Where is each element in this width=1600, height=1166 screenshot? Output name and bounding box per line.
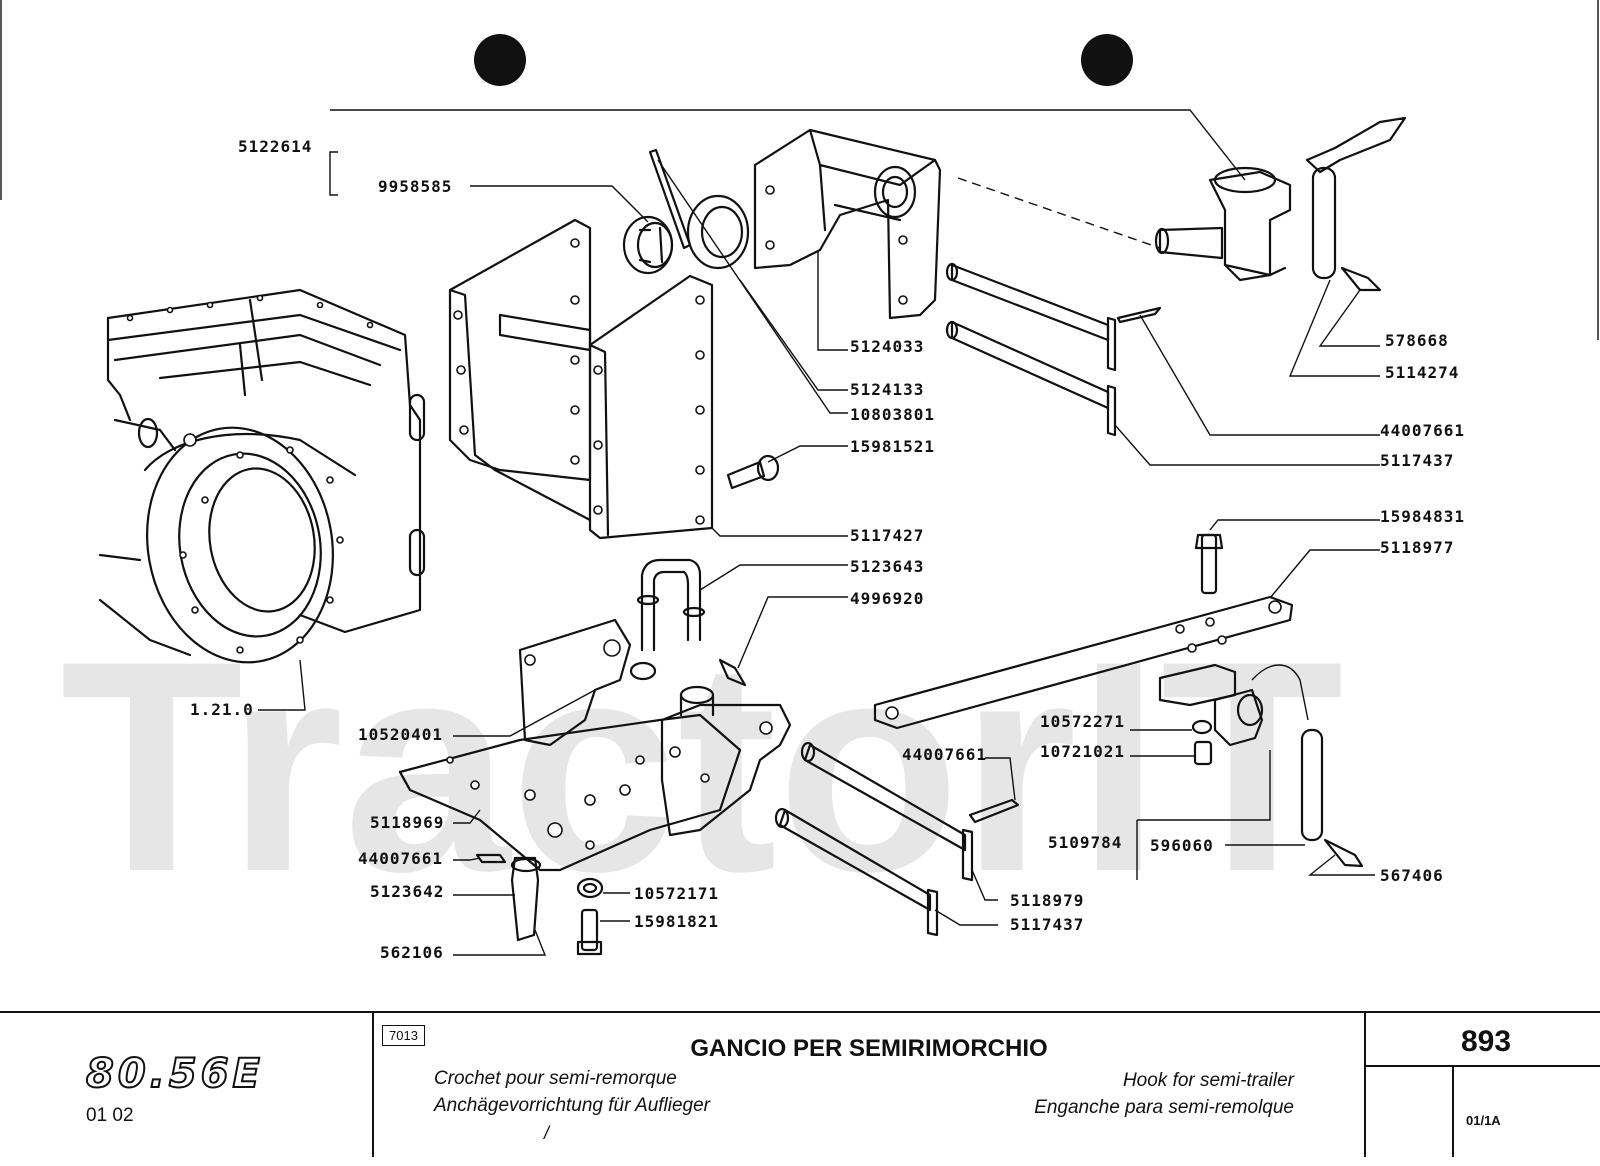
yoke-bracket bbox=[753, 128, 942, 320]
page-cell: 893 01/1A bbox=[1366, 1013, 1600, 1157]
lynch-pin-5114274 bbox=[1305, 116, 1407, 292]
callout-9958585: 9958585 bbox=[378, 177, 452, 196]
callout-5117427: 5117427 bbox=[850, 526, 924, 545]
callout-5124133: 5124133 bbox=[850, 380, 924, 399]
title-english: Hook for semi-trailer bbox=[1122, 1070, 1294, 1091]
model-name: 80.56E bbox=[85, 1050, 264, 1098]
callout-5118979: 5118979 bbox=[1010, 891, 1084, 910]
description-cell: 7013 GANCIO PER SEMIRIMORCHIO Crochet po… bbox=[374, 1013, 1366, 1157]
transmission-housing bbox=[98, 288, 426, 664]
leader-lines bbox=[258, 109, 1380, 956]
long-pins-lower bbox=[774, 741, 1020, 937]
title-german: Anchägevorrichtung für Auflieger bbox=[434, 1095, 711, 1116]
callout-44007661-left: 44007661 bbox=[358, 849, 443, 868]
hook-with-chain bbox=[1158, 663, 1364, 868]
callout-10803801: 10803801 bbox=[850, 405, 935, 424]
callout-4996920: 4996920 bbox=[850, 589, 924, 608]
callout-44007661-upper: 44007661 bbox=[1380, 421, 1465, 440]
callout-5123642: 5123642 bbox=[370, 882, 444, 901]
page-number: 893 bbox=[1460, 1025, 1512, 1058]
punch-hole-right bbox=[1081, 34, 1133, 86]
callout-5123643: 5123643 bbox=[850, 557, 924, 576]
callout-15984831: 15984831 bbox=[1380, 507, 1465, 526]
callout-596060: 596060 bbox=[1150, 836, 1214, 855]
callout-562106: 562106 bbox=[380, 943, 444, 962]
callout-578668: 578668 bbox=[1385, 331, 1449, 350]
callout-5117437-lower: 5117437 bbox=[1010, 915, 1084, 934]
callout-10572171: 10572171 bbox=[634, 884, 719, 903]
model-codes: 01 02 bbox=[86, 1105, 134, 1126]
callout-15981821: 15981821 bbox=[634, 912, 719, 931]
callout-10721021: 10721021 bbox=[1040, 742, 1125, 761]
callout-5114274: 5114274 bbox=[1385, 363, 1459, 382]
washer-bushing bbox=[1191, 719, 1213, 766]
mounting-plates bbox=[448, 218, 714, 540]
callout-5124033: 5124033 bbox=[850, 337, 924, 356]
title-italian: GANCIO PER SEMIRIMORCHIO bbox=[690, 1035, 1048, 1062]
callout-1-21-0: 1.21.0 bbox=[190, 700, 254, 719]
watermark: TractorIT bbox=[60, 598, 1344, 934]
title-block: 80.56E 01 02 7013 GANCIO PER SEMIRIMORCH… bbox=[0, 1011, 1600, 1157]
title-spanish: Enganche para semi-remolque bbox=[1034, 1097, 1294, 1118]
pen-mark: / bbox=[544, 1123, 550, 1143]
callout-10520401: 10520401 bbox=[358, 725, 443, 744]
callout-567406: 567406 bbox=[1380, 866, 1444, 885]
group-code: 7013 bbox=[382, 1025, 425, 1046]
long-pins-upper bbox=[945, 262, 1162, 437]
callout-5122614: 5122614 bbox=[238, 137, 312, 156]
coupling-plate bbox=[398, 618, 792, 872]
u-bolt bbox=[636, 558, 706, 652]
callout-labels: 5122614 9958585 5124033 5124133 10803801… bbox=[190, 137, 1465, 962]
revision-code: 01/1A bbox=[1466, 1113, 1501, 1128]
callout-5118969: 5118969 bbox=[370, 813, 444, 832]
punch-hole-left bbox=[474, 34, 526, 86]
callout-15981521: 15981521 bbox=[850, 437, 935, 456]
bolt-15981521 bbox=[726, 454, 780, 490]
callout-5117437-upper: 5117437 bbox=[1380, 451, 1454, 470]
callout-10572271: 10572271 bbox=[1040, 712, 1125, 731]
callout-5109784: 5109784 bbox=[1048, 833, 1122, 852]
callout-44007661-right: 44007661 bbox=[902, 745, 987, 764]
title-french: Crochet pour semi-remorque bbox=[434, 1068, 677, 1089]
page-vertical-divider bbox=[1452, 1065, 1454, 1157]
page-divider bbox=[1366, 1065, 1600, 1067]
castle-nut-assembly bbox=[622, 148, 750, 275]
lower-hardware bbox=[475, 658, 747, 956]
alignment-line bbox=[957, 177, 1161, 249]
callout-5118977: 5118977 bbox=[1380, 538, 1454, 557]
model-cell: 80.56E 01 02 bbox=[0, 1013, 374, 1157]
swivel-clevis bbox=[1154, 166, 1292, 282]
